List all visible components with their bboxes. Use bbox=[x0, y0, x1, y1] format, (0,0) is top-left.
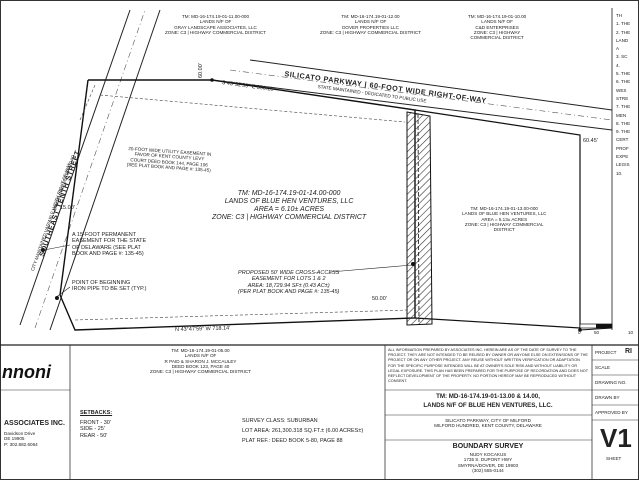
road-edge-top-north bbox=[249, 59, 613, 111]
iron-pipe-marker bbox=[55, 296, 59, 300]
firm-logo: nnoni bbox=[2, 362, 51, 382]
plat-reference: PLAT REF.: DEED BOOK 5-80, PAGE 88 bbox=[242, 438, 343, 444]
road-edge-left-west bbox=[19, 9, 131, 326]
firm-name: ASSOCIATES INC. bbox=[4, 420, 65, 427]
parcel-front-line bbox=[59, 79, 89, 296]
road-edge-left-east bbox=[49, 9, 161, 331]
label-scale: SCALE bbox=[595, 365, 611, 370]
dim-top-left: 60.00' bbox=[198, 63, 204, 78]
dim-right: 60.45' bbox=[583, 138, 598, 144]
iron-pipe-marker bbox=[210, 78, 214, 82]
scale-tick-0: 0 bbox=[578, 330, 581, 335]
setbacks-title: SETBACKS: bbox=[80, 410, 113, 416]
document-title: BOUNDARY SURVEY bbox=[452, 443, 524, 450]
cross-access-easement bbox=[406, 111, 433, 326]
easement-centerline bbox=[417, 113, 420, 325]
road-edge-top-south bbox=[211, 79, 613, 131]
leader-permanent-easement bbox=[43, 244, 71, 251]
east-parcel-boundary bbox=[414, 109, 581, 329]
label-approved-by: APPROVED BY bbox=[595, 410, 628, 415]
project-title-line-2: LANDS N/F OF BLUE HEN VENTURES, LLC. bbox=[423, 402, 553, 409]
label-project: PROJECT bbox=[595, 350, 617, 355]
setbacks-list: FRONT - 30'SIDE - 25'REAR - 50' bbox=[80, 420, 111, 439]
leader-cross-access bbox=[329, 264, 413, 273]
lot-area: LOT AREA: 261,300.318 SQ.FT.± (6.00 ACRE… bbox=[242, 428, 364, 434]
road-centerline-left bbox=[34, 9, 146, 329]
road-centerline-top bbox=[229, 69, 613, 121]
utility-easement-line bbox=[79, 84, 96, 121]
label-drawn-by: DRAWN BY bbox=[595, 395, 620, 400]
project-code: RI bbox=[625, 348, 632, 355]
survey-class: SURVEY CLASS: SUBURBAN bbox=[242, 418, 318, 424]
iron-pipe-marker bbox=[41, 248, 45, 252]
rear-setback-line bbox=[74, 309, 409, 321]
label-drawing-no: DRAWING NO. bbox=[595, 380, 627, 385]
utility-easement-line-2 bbox=[99, 94, 406, 123]
project-title-line-1: TM: MD-16-174.19-01-13.00 & 14.00, bbox=[436, 393, 540, 400]
scale-bar-fill bbox=[596, 324, 612, 328]
scale-tick-50: 50 bbox=[594, 330, 600, 335]
iron-pipe-marker bbox=[411, 262, 415, 266]
certification-text: ALL INFORMATION PREPARED BY ASSOCIATES I… bbox=[388, 348, 588, 384]
dim-left-mid: 15.00' bbox=[60, 205, 75, 211]
sheet-number: V1 bbox=[600, 423, 632, 453]
label-sheet: SHEET bbox=[606, 456, 622, 461]
dim-center: 50.00' bbox=[372, 296, 387, 302]
scale-tick-10: 10 bbox=[628, 330, 634, 335]
iron-pipe-marker bbox=[578, 328, 582, 332]
